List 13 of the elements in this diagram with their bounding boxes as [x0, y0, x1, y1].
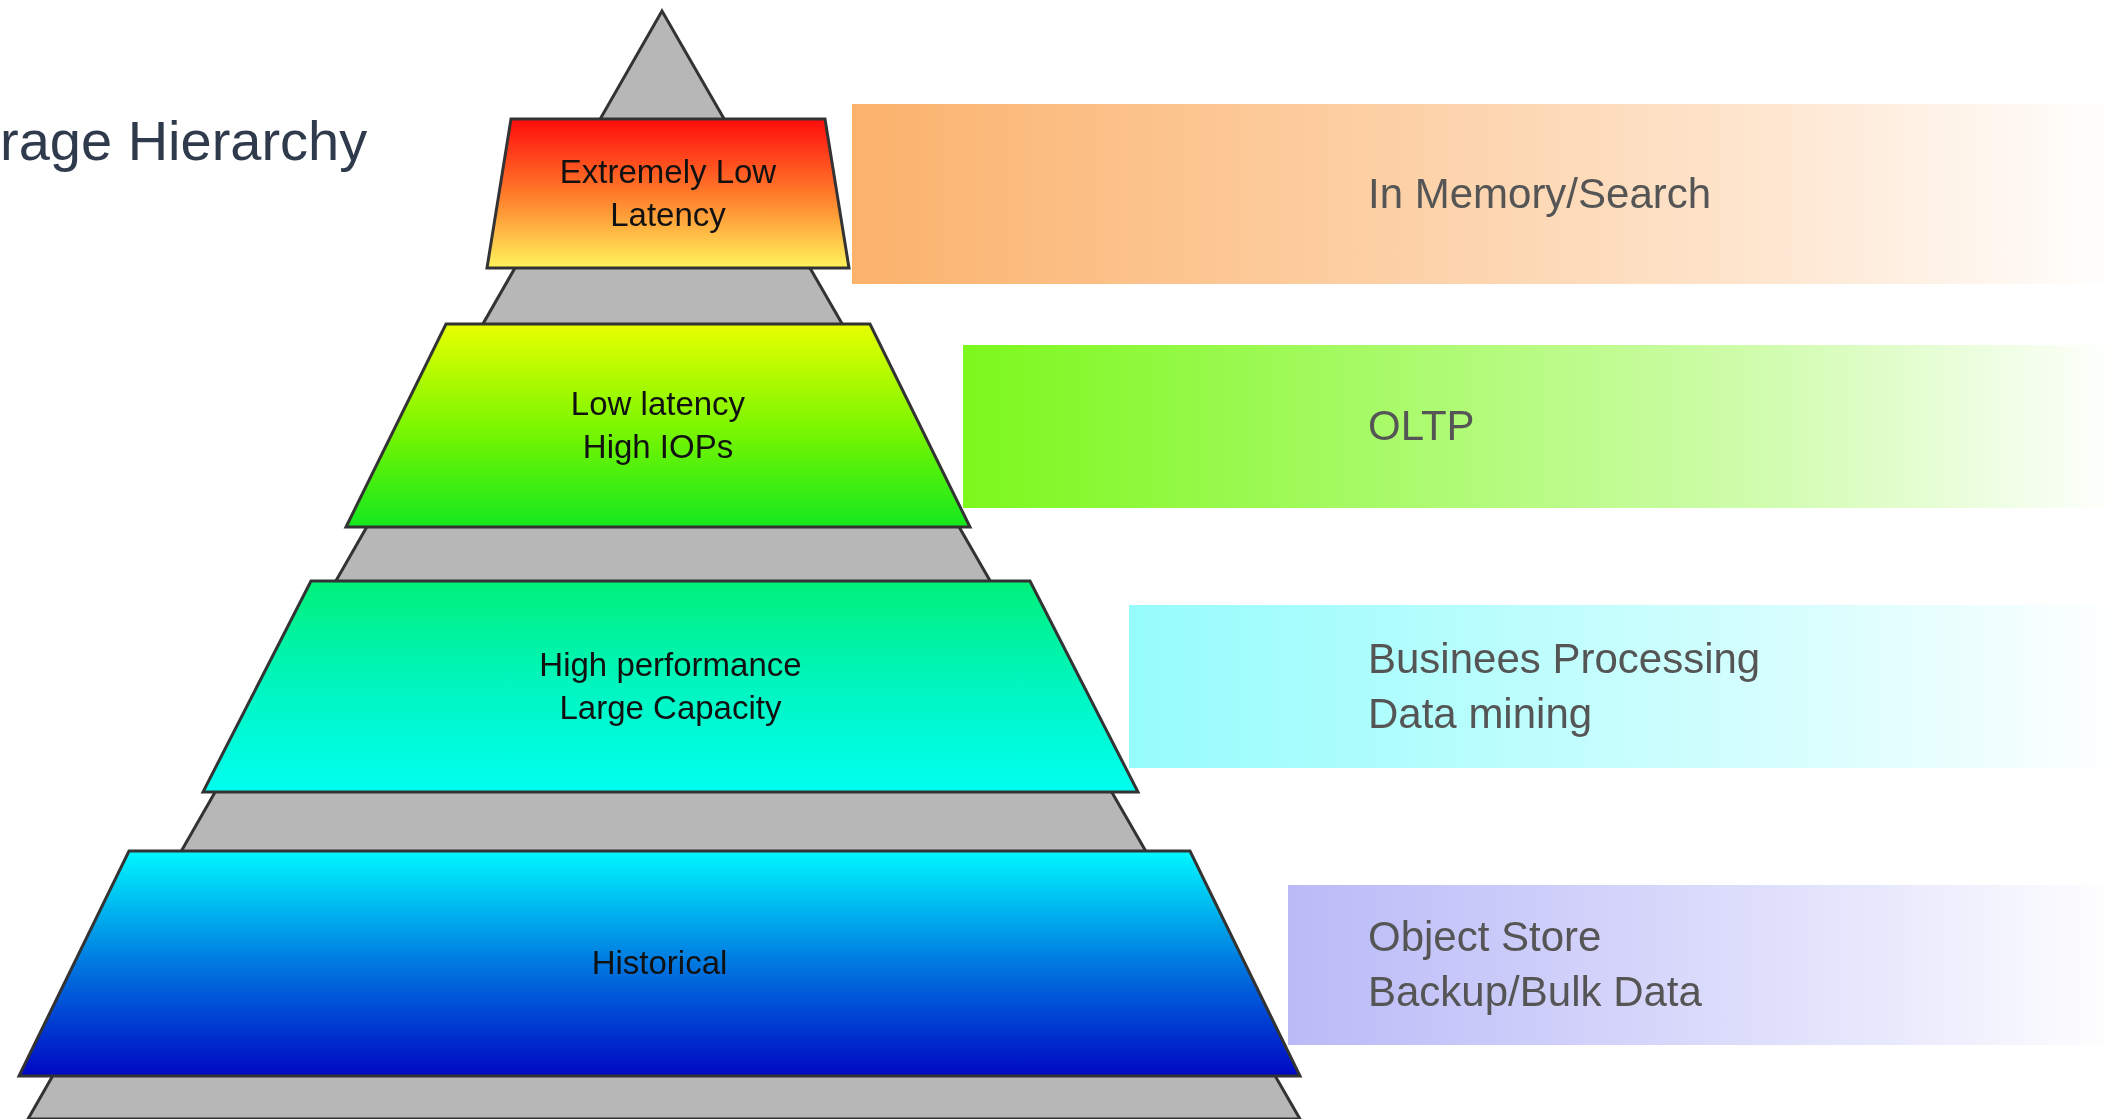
- band-label: Object Store: [1368, 912, 1603, 963]
- tier-label: Extremely Low Latency: [558, 151, 778, 235]
- band-label: OLTP: [1368, 401, 1475, 452]
- band-label: Backup/Bulk Data: [1368, 967, 1702, 1017]
- band-label: Businees Processing: [1368, 633, 1761, 684]
- band-label: Data mining: [1368, 688, 1594, 739]
- tier-label: High IOPs: [582, 426, 734, 467]
- tier-label: Historical: [591, 943, 728, 984]
- tier-label: Low latency: [570, 383, 746, 424]
- tier-label: High performance: [539, 644, 802, 685]
- tier-label: Large Capacity: [559, 687, 782, 728]
- band-label: In Memory/Search: [1368, 168, 1712, 219]
- diagram-title: rage Hierarchy: [0, 108, 368, 173]
